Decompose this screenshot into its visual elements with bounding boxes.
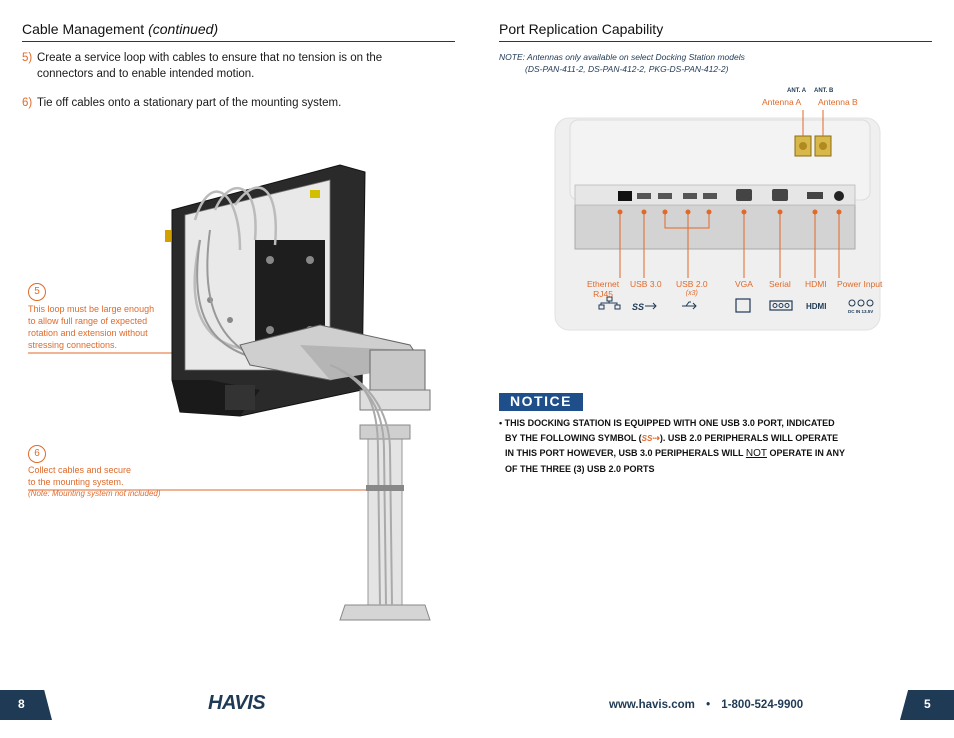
power-input-label: Power Input	[837, 279, 883, 289]
vga-label: VGA	[735, 279, 753, 289]
usb3-ss-symbol: SS	[641, 433, 653, 443]
right-page-title: Port Replication Capability	[499, 21, 664, 37]
callout-5-number: 5	[28, 283, 46, 301]
antenna-a-label: Antenna A	[762, 97, 802, 107]
havis-logo: HAVIS	[208, 692, 266, 714]
step-5-text: Create a service loop with cables to ens…	[37, 52, 383, 80]
ant-a-tag: ANT. A	[787, 88, 807, 94]
usb2-icon	[682, 301, 697, 310]
usb3-icon: SS	[632, 302, 644, 312]
right-page-number: 5	[924, 697, 931, 711]
vga-icon	[735, 298, 751, 313]
mount-swivel	[369, 349, 426, 396]
callout-6-number: 6	[28, 445, 46, 463]
usb2-port-2	[683, 193, 697, 199]
antenna-note: NOTE: Antennas only available on select …	[499, 52, 745, 62]
callout-6-text: Collect cables and secure to the mountin…	[28, 464, 188, 500]
hdmi-port	[807, 192, 823, 199]
cables-on-pole	[329, 364, 393, 606]
dc-power-icon	[848, 299, 874, 307]
step-6-text: Tie off cables onto a stationary part of…	[37, 97, 342, 109]
callout-6-note: (Note: Mounting system not included)	[28, 489, 161, 498]
hdmi-icon: HDMI	[806, 302, 826, 311]
pole-base	[339, 604, 431, 621]
serial-label: Serial	[769, 279, 791, 289]
left-page-number: 8	[18, 697, 25, 711]
port-symbols: SS HDMI DC IN 13.5V	[598, 296, 874, 314]
usb2-label: USB 2.0 (x3)	[676, 279, 708, 297]
right-page-number-tab	[900, 690, 954, 720]
power-port	[834, 191, 844, 201]
docking-station-mount-illustration	[28, 164, 431, 621]
usb-arrow-icon: ⇢	[652, 432, 660, 443]
footer-contact: www.havis.com • 1-800-524-9900	[609, 699, 804, 711]
cable-bundle	[193, 186, 277, 352]
port-leader-lines	[619, 110, 840, 278]
footer-website[interactable]: www.havis.com	[609, 699, 695, 711]
left-page-number-tab	[0, 690, 52, 720]
docking-station-port-diagram: SS HDMI DC IN 13.5V	[554, 110, 881, 331]
antenna-b-label: Antenna B	[818, 97, 858, 107]
usb2-port-3	[703, 193, 717, 199]
serial-icon	[769, 300, 793, 311]
notice-not: NOT	[745, 448, 767, 459]
ethernet-icon	[598, 296, 621, 310]
ethernet-port	[618, 191, 632, 201]
callout-5-text: This loop must be large enough to allow …	[28, 304, 155, 350]
ant-b-tag: ANT. B	[814, 88, 834, 94]
serial-port	[772, 189, 788, 201]
notice-text: • THIS DOCKING STATION IS EQUIPPED WITH …	[499, 418, 845, 474]
notice-badge: NOTICE	[499, 393, 583, 411]
left-title-rule	[22, 41, 455, 42]
right-title-rule	[499, 41, 932, 42]
vga-port	[736, 189, 752, 201]
hdmi-label: HDMI	[805, 279, 827, 289]
usb3-label: USB 3.0	[630, 279, 662, 289]
dc-in-label: DC IN 13.5V	[848, 309, 873, 314]
footer-phone: 1-800-524-9900	[721, 699, 804, 711]
ethernet-label: Ethernet RJ45	[587, 279, 620, 299]
antenna-note-models: (DS-PAN-411-2, DS-PAN-412-2, PKG-DS-PAN-…	[525, 64, 729, 74]
left-page-title-italic: (continued)	[148, 21, 219, 37]
usb3-port	[637, 193, 651, 199]
left-page-title: Cable Management (continued)	[22, 21, 219, 37]
usb2-port-1	[658, 193, 672, 199]
